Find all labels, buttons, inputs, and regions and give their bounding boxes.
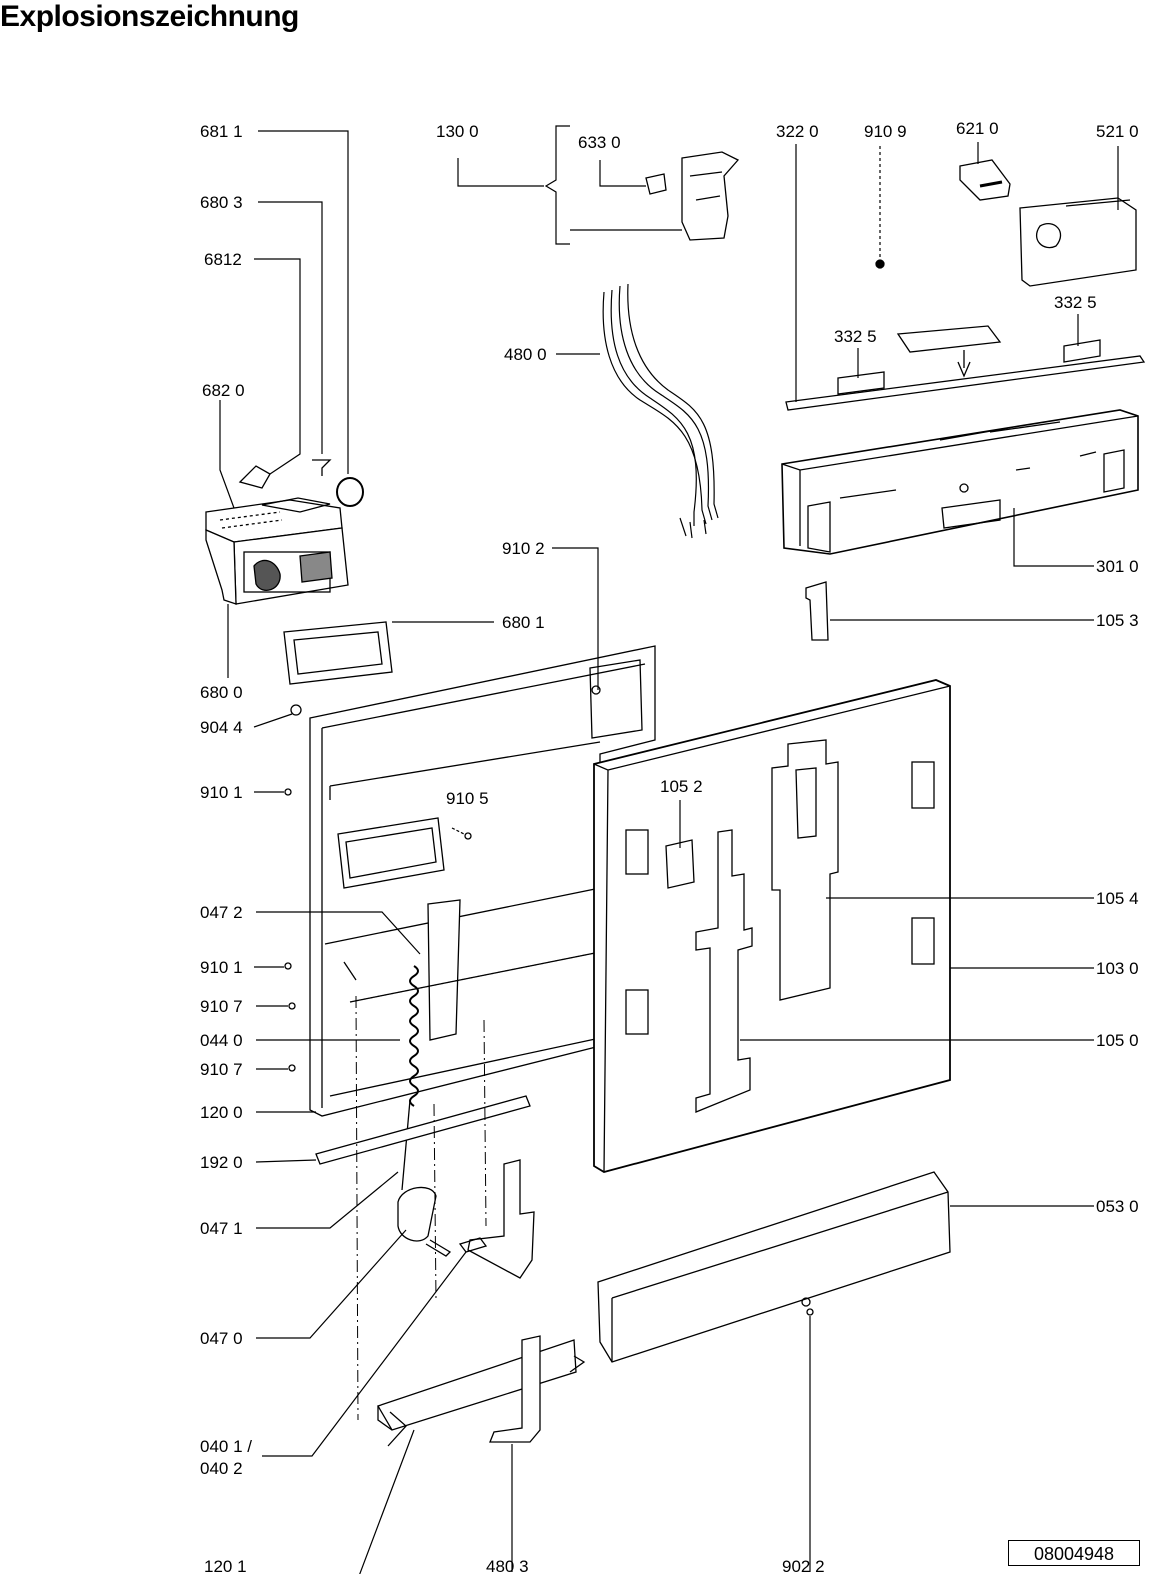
label-5210: 521 0 bbox=[1096, 122, 1139, 141]
label-6820: 682 0 bbox=[202, 381, 245, 400]
door-lock-130-0 bbox=[681, 151, 740, 241]
label-1201: 120 1 bbox=[204, 1557, 247, 1574]
label-3220: 322 0 bbox=[776, 122, 819, 141]
label-0440: 044 0 bbox=[200, 1031, 243, 1050]
label-6801: 680 1 bbox=[502, 613, 545, 632]
label-9102: 910 2 bbox=[502, 539, 545, 558]
label-1920: 192 0 bbox=[200, 1153, 243, 1172]
label-9107-lower: 910 7 bbox=[200, 1060, 243, 1079]
clip-332-5-right bbox=[1063, 339, 1101, 363]
label-1300: 130 0 bbox=[436, 122, 479, 141]
label-1052: 105 2 bbox=[660, 777, 703, 796]
spring-044-0 bbox=[409, 965, 419, 1107]
label-6812: 6812 bbox=[204, 250, 242, 269]
label-9105: 910 5 bbox=[446, 789, 489, 808]
foot-480-3 bbox=[489, 1335, 541, 1443]
label-0401: 040 1 / bbox=[200, 1437, 252, 1456]
label-1200: 120 0 bbox=[200, 1103, 243, 1122]
label-6330: 633 0 bbox=[578, 133, 621, 152]
clip-332-5-left bbox=[837, 371, 885, 395]
label-0402: 040 2 bbox=[200, 1459, 243, 1478]
outer-door-panel bbox=[593, 679, 951, 1173]
label-0470: 047 0 bbox=[200, 1329, 243, 1348]
label-3325-right: 332 5 bbox=[1054, 293, 1097, 312]
label-9107-upper: 910 7 bbox=[200, 997, 243, 1016]
page-title: Explosionszeichnung bbox=[0, 0, 299, 33]
label-0530: 053 0 bbox=[1096, 1197, 1139, 1216]
electronic-module-521-0 bbox=[1019, 197, 1137, 287]
label-3010: 301 0 bbox=[1096, 557, 1139, 576]
label-9044: 904 4 bbox=[200, 718, 243, 737]
part-labels: 681 1 680 3 6812 682 0 680 0 680 1 904 4… bbox=[200, 119, 1139, 1574]
dispenser-unit bbox=[205, 497, 349, 605]
inner-door-panel bbox=[309, 645, 656, 1117]
label-6811: 681 1 bbox=[200, 122, 243, 141]
label-1050: 105 0 bbox=[1096, 1031, 1139, 1050]
label-3325-left: 332 5 bbox=[834, 327, 877, 346]
label-9109: 910 9 bbox=[864, 122, 907, 141]
label-6800: 680 0 bbox=[200, 683, 243, 702]
switch-621-0 bbox=[959, 159, 1011, 201]
kick-plate-053-0 bbox=[597, 1171, 951, 1363]
part-6811-disc bbox=[336, 477, 364, 507]
label-4800: 480 0 bbox=[504, 345, 547, 364]
strip-192-0 bbox=[315, 1095, 531, 1165]
bracket-105-3 bbox=[805, 581, 829, 641]
label-6210: 621 0 bbox=[956, 119, 999, 138]
hinge-clip bbox=[397, 1186, 437, 1242]
gasket-680-1 bbox=[283, 621, 393, 685]
part-6812-shape bbox=[238, 465, 271, 489]
label-4803: 480 3 bbox=[486, 1557, 529, 1574]
label-9022: 902 2 bbox=[782, 1557, 825, 1574]
hinge-bracket bbox=[467, 1159, 535, 1279]
wire-harness-480-0 bbox=[602, 283, 719, 539]
control-panel-301-0 bbox=[781, 409, 1139, 555]
leader-lines bbox=[219, 125, 1119, 1574]
bottom-bracket-120-1 bbox=[377, 1339, 577, 1431]
part-6803-shape bbox=[312, 459, 332, 476]
strip-322-0 bbox=[785, 355, 1146, 411]
label-9101-upper: 910 1 bbox=[200, 783, 243, 802]
label-6803: 680 3 bbox=[200, 193, 243, 212]
label-1053: 105 3 bbox=[1096, 611, 1139, 630]
label-0472: 047 2 bbox=[200, 903, 243, 922]
document-number: 08004948 bbox=[1008, 1540, 1140, 1566]
label-1030: 103 0 bbox=[1096, 959, 1139, 978]
label-1054: 105 4 bbox=[1096, 889, 1139, 908]
label-plate bbox=[896, 325, 1002, 353]
label-0471: 047 1 bbox=[200, 1219, 243, 1238]
micro-switch-633-0 bbox=[645, 173, 667, 195]
label-9101-lower: 910 1 bbox=[200, 958, 243, 977]
